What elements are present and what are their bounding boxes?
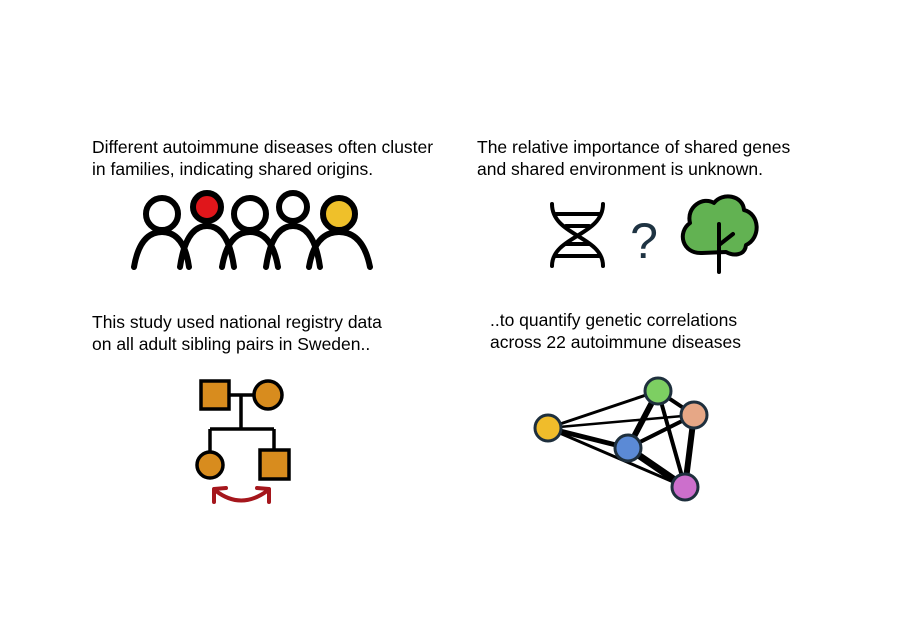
caption-origins-line1: The relative importance of shared genes — [477, 137, 791, 157]
network-node-peach — [679, 400, 709, 430]
caption-correlations-line2: across 22 autoimmune diseases — [490, 332, 741, 352]
network-node-green — [643, 376, 673, 406]
caption-study-line1: This study used national registry data — [92, 312, 382, 332]
question-mark: ? — [630, 213, 658, 269]
caption-study: This study used national registry data o… — [92, 311, 382, 355]
tree-icon — [680, 194, 759, 274]
family-group-icon — [131, 190, 373, 270]
dna-icon — [550, 202, 605, 268]
caption-correlations: ..to quantify genetic correlations acros… — [490, 309, 741, 353]
pedigree-icon — [195, 379, 291, 481]
caption-origins-line2: and shared environment is unknown. — [477, 159, 764, 179]
caption-study-line2: on all adult sibling pairs in Sweden.. — [92, 334, 371, 354]
network-node-purple — [670, 472, 700, 502]
caption-families-line1: Different autoimmune diseases often clus… — [92, 137, 434, 157]
network-node-blue — [613, 433, 643, 463]
correlation-network-icon — [533, 376, 709, 502]
sibling-arrow-icon — [212, 486, 271, 504]
caption-correlations-line1: ..to quantify genetic correlations — [490, 310, 738, 330]
network-node-yellow — [533, 413, 563, 443]
caption-origins: The relative importance of shared genes … — [477, 136, 790, 180]
caption-families-line2: in families, indicating shared origins. — [92, 159, 374, 179]
caption-families: Different autoimmune diseases often clus… — [92, 136, 433, 180]
